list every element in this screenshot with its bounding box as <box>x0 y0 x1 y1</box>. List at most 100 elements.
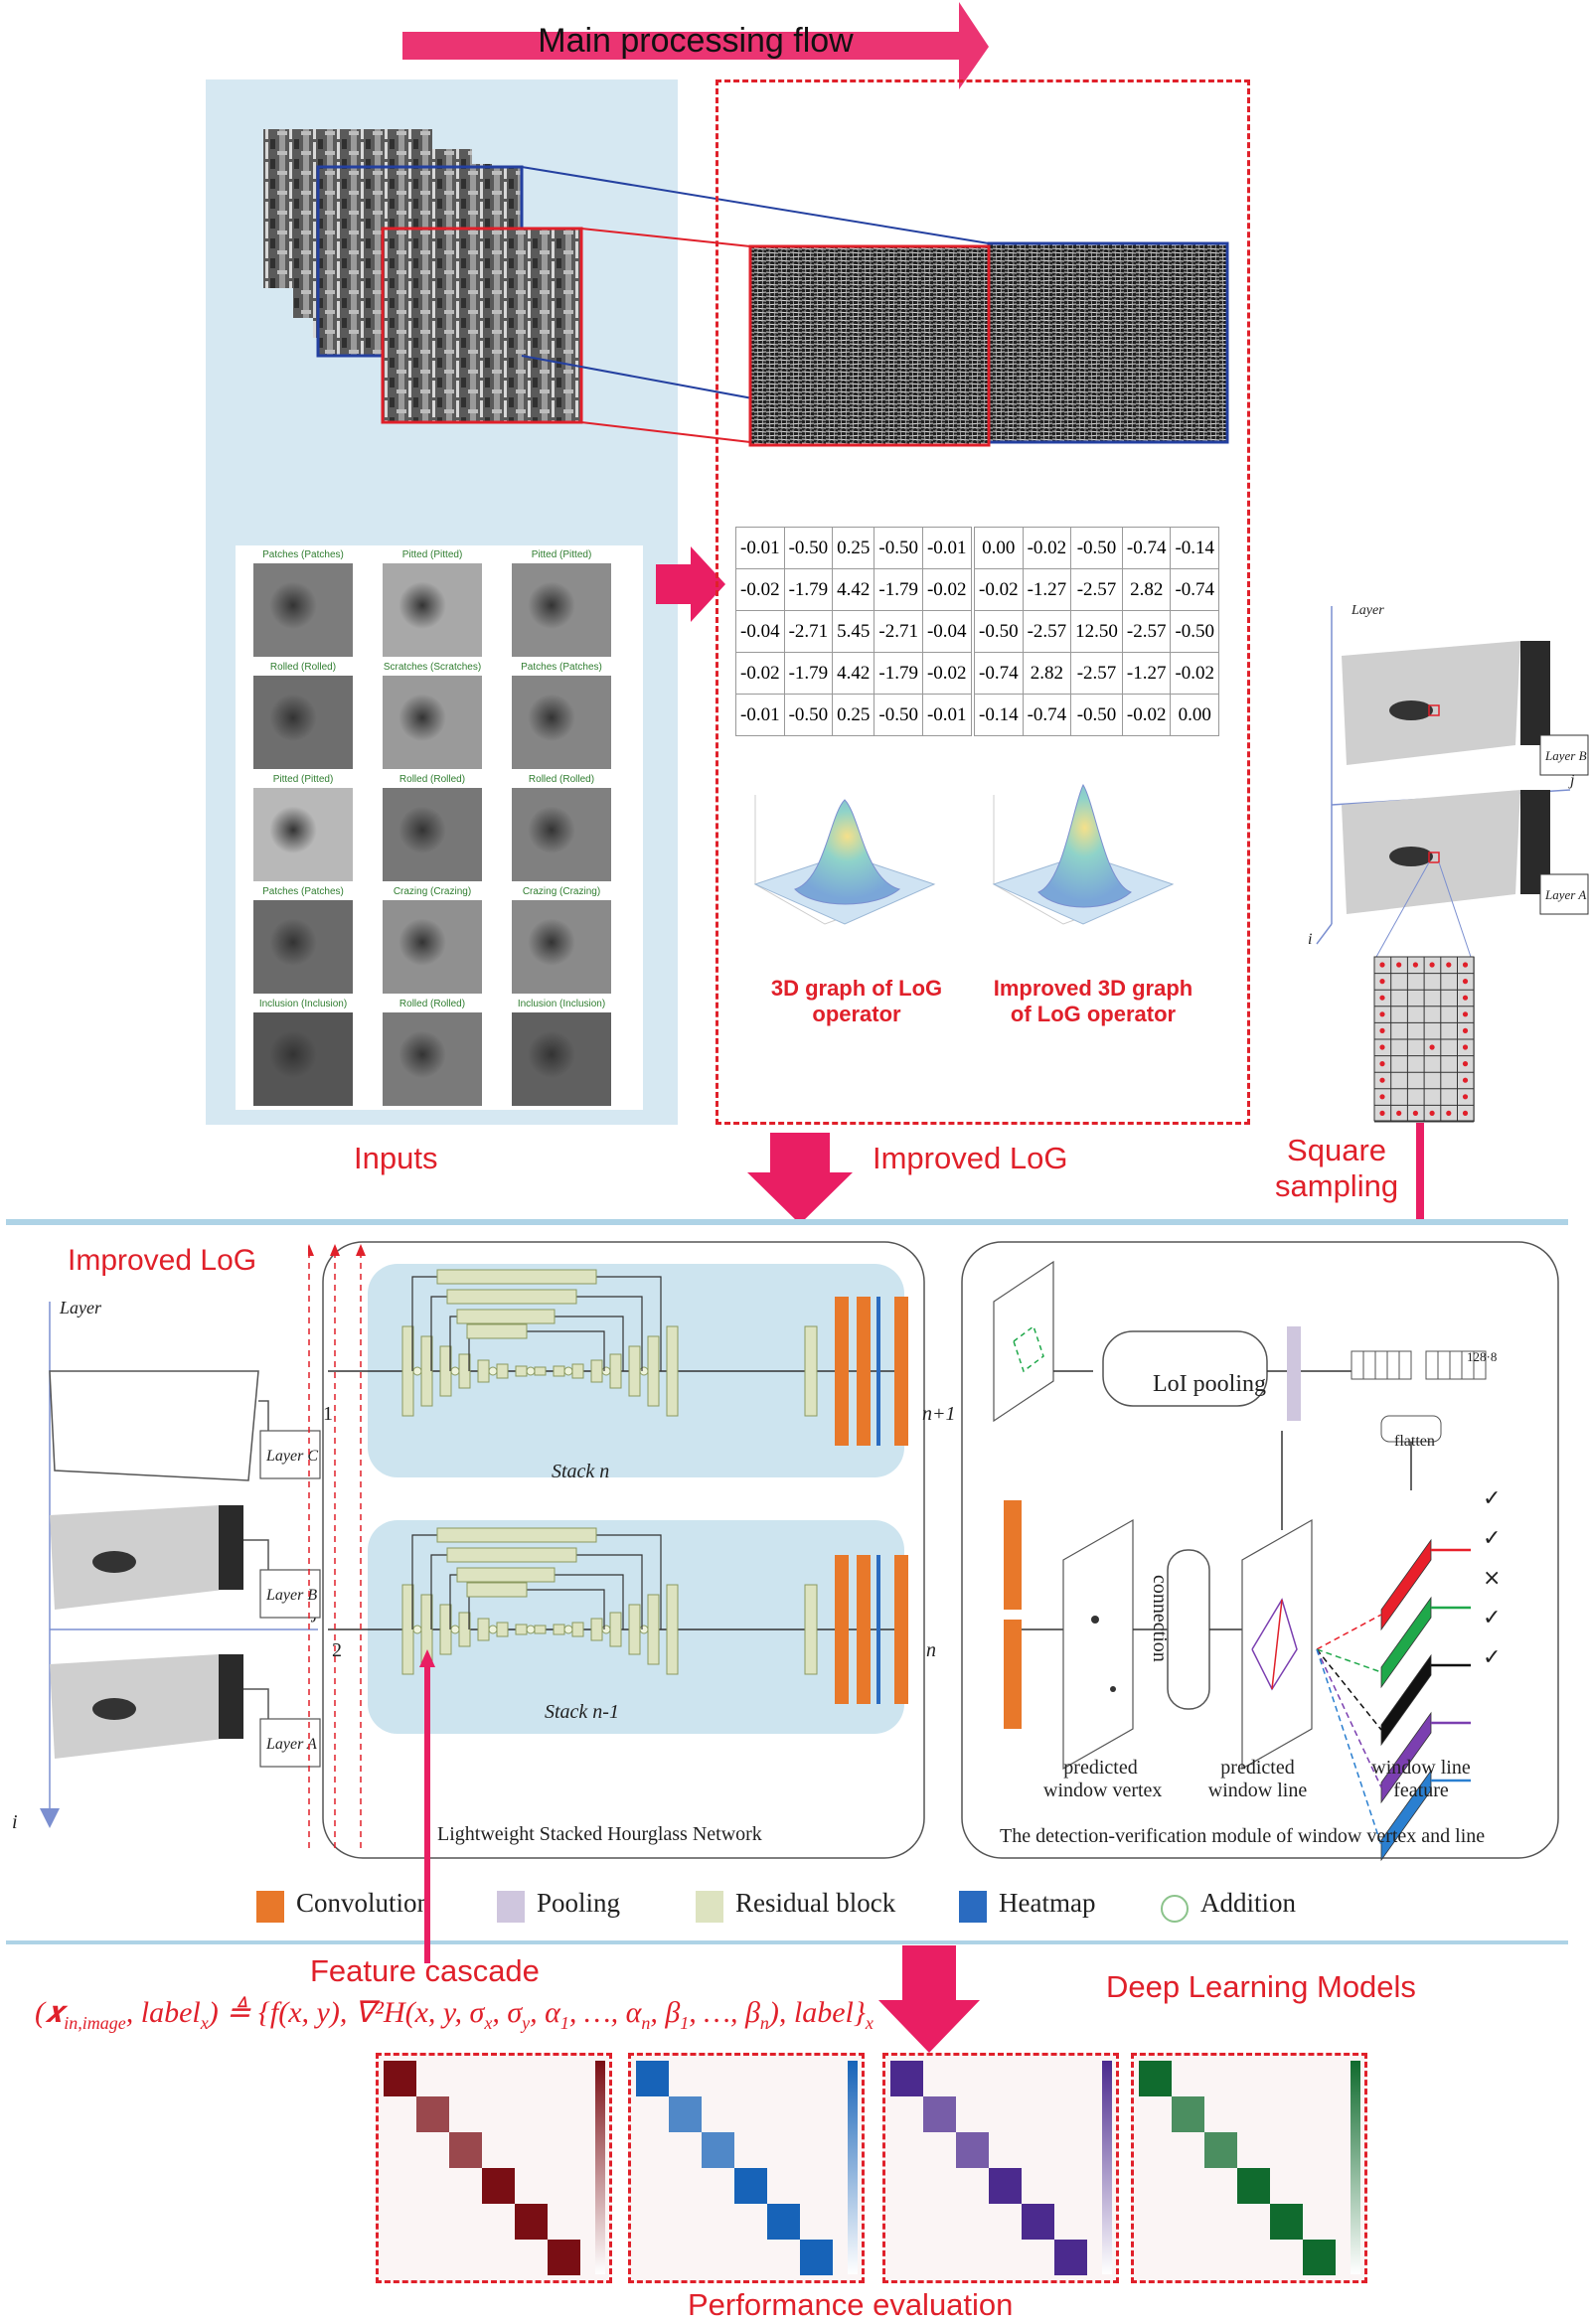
legend-label: Heatmap <box>999 1888 1096 1918</box>
defect-sample-image <box>512 900 611 994</box>
sample-point <box>1379 1110 1385 1116</box>
residual-block <box>439 1604 452 1655</box>
feature-cell <box>1473 1350 1487 1380</box>
formula-part: in,image <box>64 2013 126 2033</box>
convolution-block <box>835 1297 849 1446</box>
matrix-row: 0.00-0.02-0.50-0.74-0.14 <box>974 527 1220 569</box>
matrix-cell: -0.50 <box>783 694 834 736</box>
vertex-plane <box>1062 1518 1134 1771</box>
defect-sample-image <box>253 676 353 769</box>
addition-node <box>601 1625 611 1634</box>
sample-point <box>1379 1077 1385 1083</box>
formula-part: f(x, y), ∇²H(x, y, σ <box>269 1996 485 2029</box>
residual-block <box>401 1584 414 1675</box>
convolution-block <box>857 1555 871 1704</box>
convolution-block <box>1004 1620 1022 1729</box>
matrix-cell: 0.25 <box>832 527 875 569</box>
defect-sample-image <box>383 676 482 769</box>
feature-cascade-label: Feature cascade <box>310 1953 540 1988</box>
defect-sample-label: Rolled (Rolled) <box>398 774 466 785</box>
defect-sample-image <box>383 1012 482 1106</box>
feature-cascade-formula: (𝒙in,image, labelx) ≜ {f(x, y), ∇²H(x, y… <box>35 1995 874 2034</box>
feature-cascade-arrowhead <box>308 1244 314 1256</box>
predicted-line-caption-line2: window line <box>1207 1780 1308 1801</box>
defect-sample-image <box>383 788 482 881</box>
layer-a-label: Layer A <box>265 1736 317 1753</box>
matrix-cell: -0.02 <box>1022 527 1072 569</box>
defect-sample-label: Pitted (Pitted) <box>531 549 592 560</box>
residual-block <box>590 1359 603 1383</box>
residual-block <box>804 1584 818 1675</box>
formula-part: , σ <box>492 1996 523 2029</box>
confusion-diagonal-cell <box>734 2168 767 2204</box>
residual-block <box>420 1335 433 1407</box>
formula-part: , …, β <box>689 1996 760 2029</box>
sample-point <box>1429 1110 1435 1116</box>
confusion-diagonal-cell <box>416 2096 449 2132</box>
predicted-line-caption: predicted window line <box>1200 1757 1315 1802</box>
improved-log-surface-plot <box>992 783 1175 925</box>
sample-point <box>1446 962 1452 968</box>
matrix-cell: 2.82 <box>1121 568 1172 611</box>
window-line-feature-bar <box>1380 1596 1432 1689</box>
residual-block <box>553 1365 565 1377</box>
residual-block <box>401 1325 414 1417</box>
confusion-diagonal-cell <box>923 2096 956 2132</box>
residual-block <box>496 1363 509 1379</box>
matrix-cell: -2.71 <box>874 610 923 653</box>
log-graph-caption-line1: 3D graph of LoG <box>770 976 943 1001</box>
window-line-feature-caption: window line feature <box>1361 1757 1481 1802</box>
heatmap-block <box>876 1555 880 1704</box>
window-line-feature-caption-line2: feature <box>1393 1780 1449 1801</box>
formula-part: (𝒙 <box>35 1996 65 2029</box>
confusion-diagonal-cell <box>548 2240 580 2275</box>
formula-part: , label <box>125 1996 201 2029</box>
defect-sample-label: Scratches (Scratches) <box>383 662 482 673</box>
matrix-cell: -2.57 <box>1070 568 1123 611</box>
sample-point <box>1462 979 1469 985</box>
confusion-colorbar <box>1102 2061 1112 2274</box>
sample-point <box>1379 962 1385 968</box>
improved-log-graph-caption-line1: Improved 3D graph <box>993 976 1193 1001</box>
residual-block <box>446 1547 577 1563</box>
confusion-diagonal-cell <box>1204 2132 1237 2168</box>
matrix-cell: -0.74 <box>1022 694 1072 736</box>
sampling-axis-i-label: i <box>1308 931 1312 948</box>
matrix-cell: -0.14 <box>974 694 1024 736</box>
confusion-diagonal-cell <box>1054 2240 1087 2275</box>
confusion-diagonal-cell <box>515 2204 548 2240</box>
defect-sample-label: Crazing (Crazing) <box>522 886 601 897</box>
matrix-cell: -0.74 <box>1121 527 1172 569</box>
sample-point <box>1429 1044 1435 1050</box>
confusion-diagonal-cell <box>956 2132 989 2168</box>
sample-point <box>1446 1110 1452 1116</box>
defect-sample-image <box>512 563 611 657</box>
sample-point <box>1379 1011 1385 1017</box>
confusion-diagonal-cell <box>1303 2240 1336 2275</box>
module-caption: The detection-verification module of win… <box>1000 1825 1486 1847</box>
legend-swatch <box>256 1891 284 1923</box>
formula-part: n <box>759 2013 769 2033</box>
inputs-label: Inputs <box>354 1141 438 1175</box>
defect-sample-image <box>512 676 611 769</box>
defect-sample-label: Patches (Patches) <box>262 886 344 897</box>
residual-block <box>609 1612 622 1647</box>
legend-swatch <box>696 1891 723 1923</box>
residual-block <box>534 1366 547 1376</box>
defect-sample-image <box>253 900 353 994</box>
residual-block <box>456 1567 556 1583</box>
confusion-diagonal-cell <box>482 2168 515 2204</box>
matrix-cell: -0.50 <box>783 527 834 569</box>
confusion-diagonal-cell <box>1022 2204 1054 2240</box>
matrix-cell: -0.02 <box>735 568 785 611</box>
feature-cell <box>1386 1350 1400 1380</box>
legend-label: Convolution <box>296 1888 431 1918</box>
sample-point <box>1379 1061 1385 1067</box>
output-index-top: n+1 <box>922 1403 956 1425</box>
arrow-to-performance <box>878 1945 980 2053</box>
feature-cascade-pointer <box>419 1649 435 1963</box>
